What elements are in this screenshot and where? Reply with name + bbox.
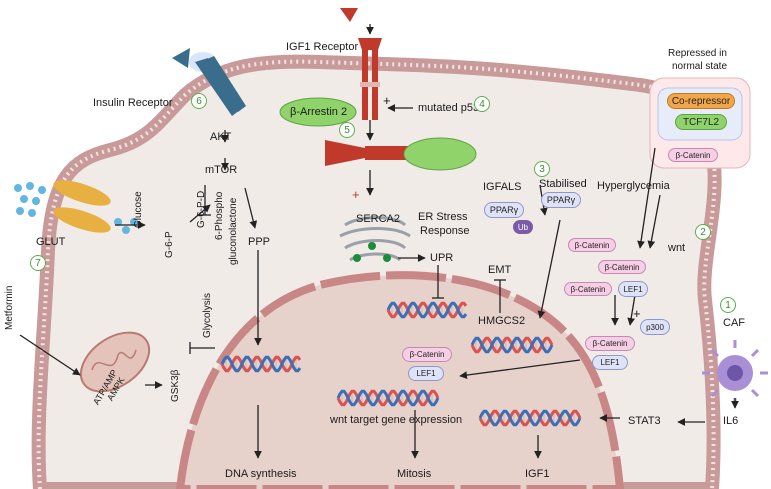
dna-helix-upr xyxy=(386,301,468,319)
hmgcs2-label: HMGCS2 xyxy=(478,315,526,327)
wnt-target-label: wnt target gene expression xyxy=(330,414,463,426)
lef1-nucleus-left: LEF1 xyxy=(408,366,444,381)
dna-helix-stat3 xyxy=(478,409,582,427)
g6p-label: G-6-P xyxy=(164,231,175,258)
plus-sign-p53: + xyxy=(383,93,391,108)
co-repressor-pill: Co-repressor xyxy=(667,93,735,109)
step-number-5: 5 xyxy=(339,122,355,138)
dna-helix-ppp xyxy=(220,355,302,373)
igf1-receptor-label: IGF1 Receptor xyxy=(286,41,359,53)
ppar-gamma-ub: PPARγ xyxy=(484,202,524,218)
plus-sign-p300: + xyxy=(633,306,641,321)
mtor-label: mTOR xyxy=(205,164,238,176)
metformin-label: Metformin xyxy=(4,285,15,330)
igfals-label: IGFALS xyxy=(483,181,522,193)
il6-label: IL6 xyxy=(723,415,739,427)
beta-catenin-1: β-Catenin xyxy=(568,238,616,252)
lef1-cytoplasm: LEF1 xyxy=(618,281,648,297)
ppp-label: PPP xyxy=(248,236,271,248)
beta-catenin-nucleus-right: β-Catenin xyxy=(585,336,635,351)
glut-transporter xyxy=(14,180,138,234)
ubiquitin-badge: Ub xyxy=(513,220,533,234)
phospho-gluconolactone-2: gluconolactone xyxy=(228,197,239,265)
beta-arrestin-2-label: β-Arrestin 2 xyxy=(290,106,348,118)
step-number-2: 2 xyxy=(695,224,711,240)
insulin-receptor xyxy=(172,48,246,116)
step-number-4: 4 xyxy=(474,96,490,112)
mitochondrion xyxy=(79,331,151,393)
er-stress-label-2: Response xyxy=(420,225,470,237)
step-number-7: 7 xyxy=(30,255,46,271)
repressed-title-2: normal state xyxy=(672,61,728,72)
plus-sign-serca: + xyxy=(352,187,360,202)
dna-helix-wnt-target xyxy=(336,389,440,407)
phospho-gluconolactone-1: 6-Phospho xyxy=(214,191,225,240)
dna-synthesis-label: DNA synthesis xyxy=(225,468,297,480)
insulin-ligand-icon xyxy=(172,48,190,68)
mutated-p53-label: mutated p53 xyxy=(418,102,480,114)
upr-label: UPR xyxy=(430,252,454,264)
p300-pill: p300 xyxy=(640,319,670,335)
akt-label: AKT xyxy=(210,131,232,143)
beta-catenin-2: β-Catenin xyxy=(598,260,646,274)
receptor-arrestin-complex xyxy=(325,137,477,171)
glut-label: GLUT xyxy=(36,236,66,248)
beta-catenin-repressed: β-Catenin xyxy=(668,148,718,162)
igf1-ligand-icon xyxy=(340,8,358,22)
gsk3b-label: GSK3β xyxy=(170,369,181,402)
tcf7l2-pill: TCF7L2 xyxy=(675,114,727,130)
step-number-1: 1 xyxy=(720,297,736,313)
emt-label: EMT xyxy=(488,264,512,276)
glucose-label: Glucose xyxy=(133,191,144,228)
lef1-nucleus-right: LEF1 xyxy=(592,355,628,370)
insulin-receptor-label: Insulin Receptor xyxy=(93,97,173,109)
mitosis-label: Mitosis xyxy=(397,468,432,480)
step-number-6: 6 xyxy=(191,93,207,109)
er-stress-label-1: ER Stress xyxy=(418,211,468,223)
caf-label: CAF xyxy=(723,317,745,329)
step-number-3: 3 xyxy=(534,161,550,177)
repressed-title-1: Repressed in xyxy=(668,48,727,59)
stabilised-label: Stabilised xyxy=(539,178,587,190)
beta-catenin-3: β-Catenin xyxy=(564,282,612,296)
beta-arrestin-2-oval xyxy=(279,97,357,127)
glycolysis-label: Glycolysis xyxy=(202,292,213,338)
stat3-label: STAT3 xyxy=(628,415,661,427)
g6pd-label: G-6-P-D xyxy=(196,190,207,228)
beta-catenin-nucleus-left: β-Catenin xyxy=(402,347,452,362)
igf1-label: IGF1 xyxy=(525,468,550,480)
ppar-gamma-stabilised: PPARγ xyxy=(541,192,581,208)
serca2-label: SERCA2 xyxy=(356,213,401,225)
wnt-label: wnt xyxy=(668,242,686,254)
dna-helix-hmgcs2 xyxy=(470,336,554,354)
hyperglycemia-label: Hyperglycemia xyxy=(597,180,670,192)
nucleus xyxy=(175,271,625,489)
igf1-receptor xyxy=(340,8,382,120)
